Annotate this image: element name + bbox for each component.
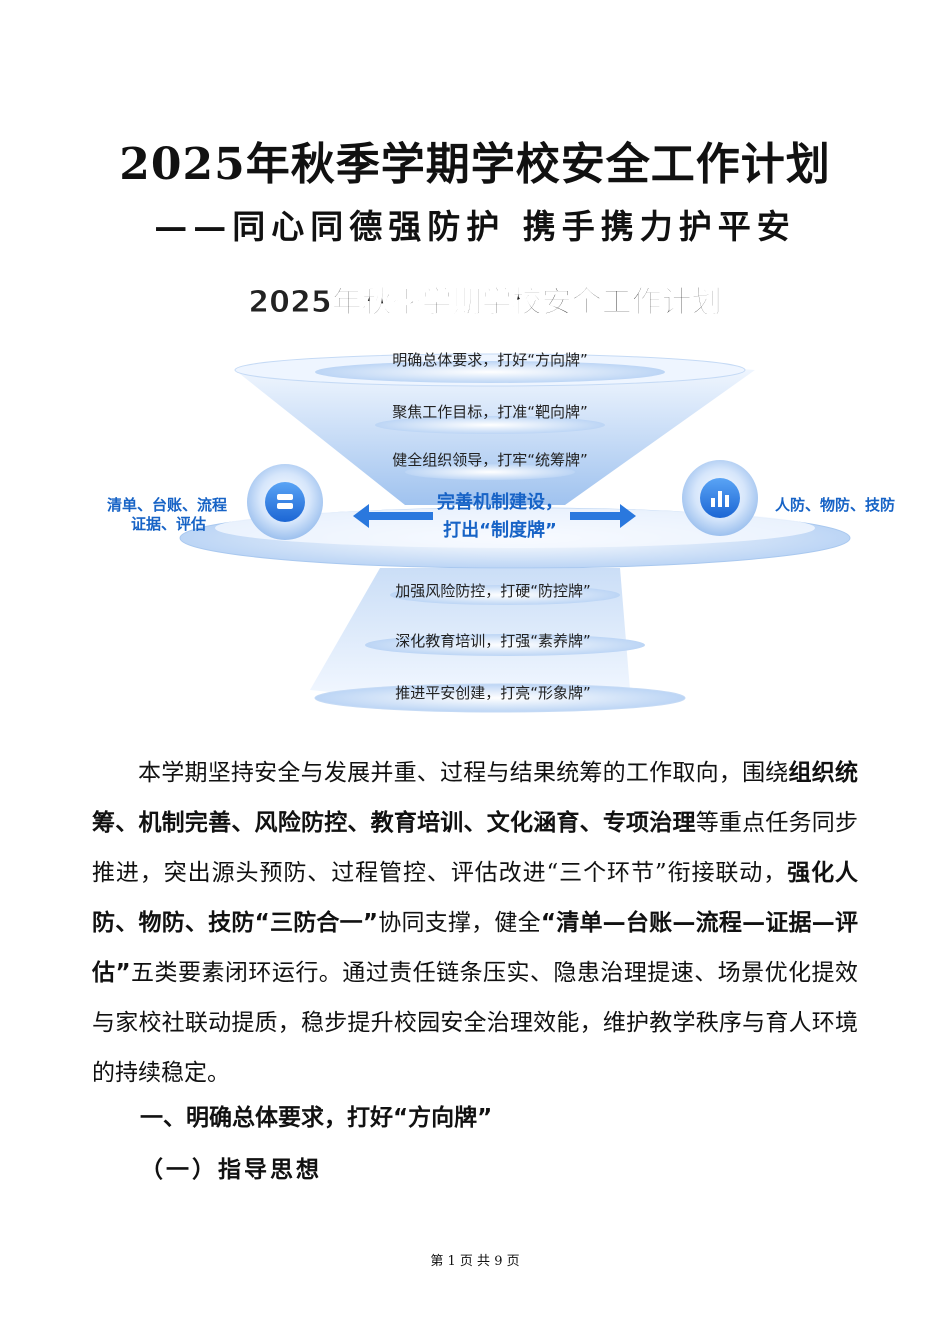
layer-top-3: 健全组织领导，打牢“统筹牌”	[392, 451, 588, 469]
left-label-line2: 证据、评估	[131, 515, 206, 533]
arrow-left-icon	[353, 504, 433, 528]
layer-bottom-3: 推进平安创建，打亮“形象牌”	[395, 684, 591, 702]
page-footer: 第 1 页 共 9 页	[430, 1254, 520, 1269]
layer-bottom-2: 深化教育培训，打强“素养牌”	[395, 632, 591, 650]
center-label-line2: 打出“制度牌”	[443, 519, 557, 541]
intro-paragraph: 本学期坚持安全与发展并重、过程与结果统筹的工作取向，围绕组织统筹、机制完善、风险…	[92, 748, 858, 1098]
subsection-heading-1: （一）指导思想	[140, 1157, 322, 1183]
layer-disc-3	[405, 464, 575, 480]
intro-bold-3: “清单—台账—流程—证据—评估”	[92, 910, 859, 986]
layer-disc-5	[365, 634, 645, 656]
infographic-heading: 2025年秋季学期学校安全工作计划	[248, 285, 722, 320]
layer-disc-6	[314, 683, 686, 713]
cloud-database-icon	[265, 482, 305, 522]
safety-plan-infographic: 2025年秋季学期学校安全工作计划 明确总体要求，打好“方向牌” 聚焦工作目标，…	[95, 270, 915, 730]
intro-text-3: 协同支撑，健全	[378, 910, 541, 936]
layer-disc-1	[315, 361, 665, 383]
arrow-right-icon	[570, 504, 636, 528]
intro-bold-1: 组织统筹、机制完善、风险防控、教育培训、文化涵育、专项治理	[92, 760, 859, 836]
center-label-line1: 完善机制建设，	[437, 491, 563, 513]
right-label: 人防、物防、技防	[775, 496, 895, 514]
section-heading-1: 一、明确总体要求，打好“方向牌”	[140, 1105, 493, 1131]
intro-bold-2: 强化人防、物防、技防“三防合一”	[92, 860, 858, 936]
intro-text-4: 五类要素闭环运行。通过责任链条压实、隐患治理提速、场景优化提效与家校社联动提质，…	[92, 960, 859, 1086]
layer-disc-4	[390, 585, 620, 605]
document-title: 2025年秋季学期学校安全工作计划	[119, 139, 831, 190]
layer-bottom-1: 加强风险防控，打硬“防控牌”	[395, 582, 591, 600]
layer-disc-2	[375, 416, 605, 434]
intro-text-2: 等重点任务同步推进，突出源头预防、过程管控、评估改进“三个环节”衔接联动，	[92, 810, 858, 886]
intro-text-1: 本学期坚持安全与发展并重、过程与结果统筹的工作取向，围绕	[138, 760, 789, 786]
left-label-line1: 清单、台账、流程	[107, 496, 227, 514]
layer-top-2: 聚焦工作目标，打准“靶向牌”	[392, 403, 588, 421]
document-subtitle: ——同心同德强防护 携手携力护平安	[154, 207, 796, 246]
layer-top-1: 明确总体要求，打好“方向牌”	[392, 351, 588, 369]
